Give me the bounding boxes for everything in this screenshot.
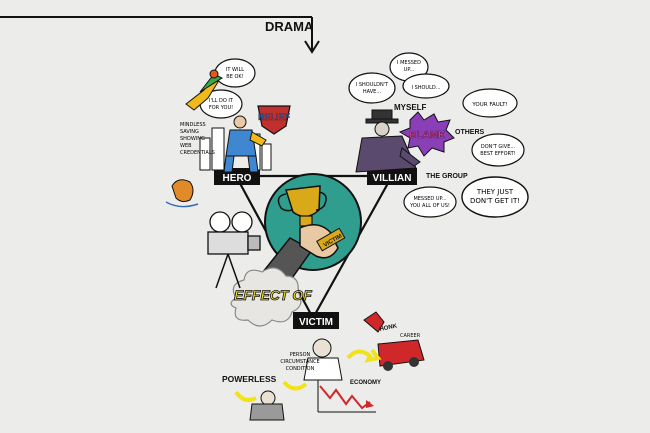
- relief-badge: RELIEF: [258, 112, 291, 122]
- villian-label: VILLIAN: [373, 173, 412, 184]
- villain-figure-icon: [355, 109, 421, 173]
- victim-label: VICTIM: [299, 317, 333, 328]
- hero-cluster: IT WILL BE OK! I'LL DO IT FOR YOU! RELIE…: [165, 58, 291, 208]
- economy-label: ECONOMY: [350, 380, 381, 386]
- powerless-figure-icon: [249, 390, 285, 421]
- trophy-badge: VICTIM: [253, 173, 362, 296]
- villian-bubble-c: [402, 73, 450, 99]
- villian-cluster: I MESSED UP... I SHOULDN'T HAVE... I SHO…: [348, 52, 529, 218]
- blame-burst-icon: [398, 111, 455, 157]
- svg-text:HAVE...: HAVE...: [363, 89, 382, 95]
- hero-bubble-1: [214, 58, 256, 88]
- villian-bubble-g: [461, 176, 529, 218]
- svg-text:THEY JUST: THEY JUST: [476, 188, 514, 196]
- myself-label: MYSELF: [394, 103, 427, 112]
- svg-text:PERSON: PERSON: [290, 352, 311, 358]
- svg-text:WEB: WEB: [180, 143, 192, 149]
- down-arrow-icon: [304, 40, 320, 54]
- villian-bubble-b: [348, 72, 396, 104]
- svg-text:FOR YOU!: FOR YOU!: [209, 105, 233, 111]
- yellow-arrow-icon: [346, 348, 382, 363]
- others-label: OTHERS: [455, 129, 485, 136]
- yellow-arrow-icon: [282, 380, 308, 391]
- svg-text:SHOWING: SHOWING: [180, 136, 205, 142]
- villian-bubble-d: [462, 88, 518, 118]
- yellow-arrow-icon: [234, 390, 257, 402]
- svg-text:CREDENTIALS: CREDENTIALS: [180, 150, 215, 156]
- relief-shield-icon: [257, 105, 291, 135]
- blame-label: BLAME: [409, 130, 445, 141]
- title: DRAMA: [265, 19, 314, 34]
- victim-label-box: VICTIM: [293, 312, 339, 329]
- svg-text:BE OK!: BE OK!: [226, 74, 243, 80]
- victim-figure-icon: [303, 338, 343, 381]
- hero-label: HERO: [223, 173, 252, 184]
- conditions-list: PERSON CIRCUMSTANCE CONDITION: [280, 352, 319, 372]
- economy-chart-icon: [317, 380, 376, 413]
- svg-text:I'LL DO IT: I'LL DO IT: [209, 98, 234, 104]
- svg-text:CONDITION: CONDITION: [286, 366, 315, 372]
- header: DRAMA: [0, 16, 320, 54]
- effect-of-cloud: EFFECT OF: [230, 267, 313, 327]
- superhero-icon: [223, 115, 267, 173]
- svg-text:UP...: UP...: [404, 67, 415, 73]
- cloud-shape: [230, 267, 302, 327]
- svg-text:MINDLESS: MINDLESS: [180, 122, 206, 128]
- villian-bubble-f: [403, 186, 457, 218]
- honk-car-icon: [363, 311, 425, 371]
- villian-bubble-e: [471, 133, 525, 167]
- jumping-fish-icon: [165, 179, 199, 208]
- svg-text:SAVING: SAVING: [180, 129, 199, 135]
- effect-of-label: EFFECT OF: [234, 287, 312, 303]
- powerless-label: POWERLESS: [222, 374, 277, 384]
- svg-text:YOU ALL OF US!: YOU ALL OF US!: [409, 203, 450, 209]
- svg-text:YOUR FAULT!: YOUR FAULT!: [471, 102, 507, 108]
- honk-label: HONK: [379, 323, 398, 333]
- group-label: THE GROUP: [426, 173, 468, 180]
- svg-text:MESSED UP...: MESSED UP...: [413, 196, 446, 202]
- svg-text:I SHOULD...: I SHOULD...: [412, 85, 441, 91]
- hero-notes: MINDLESS SAVING SHOWING WEB CREDENTIALS: [180, 122, 215, 156]
- villian-label-box: VILLIAN: [367, 168, 417, 185]
- svg-text:DON'T GIVE...: DON'T GIVE...: [481, 144, 516, 150]
- svg-text:I SHOULDN'T: I SHOULDN'T: [356, 82, 389, 88]
- career-label: CAREER: [400, 333, 421, 339]
- svg-text:IT WILL: IT WILL: [226, 67, 244, 73]
- svg-text:DON'T GET IT!: DON'T GET IT!: [470, 197, 520, 205]
- svg-text:CIRCUMSTANCE: CIRCUMSTANCE: [280, 359, 319, 365]
- movie-camera-icon: [207, 211, 261, 289]
- svg-text:BEST EFFORT!: BEST EFFORT!: [480, 151, 515, 157]
- victim-cluster: HONK CAREER PERSON CIRCUMSTANCE CONDITIO…: [222, 311, 425, 421]
- svg-text:I MESSED: I MESSED: [397, 60, 421, 66]
